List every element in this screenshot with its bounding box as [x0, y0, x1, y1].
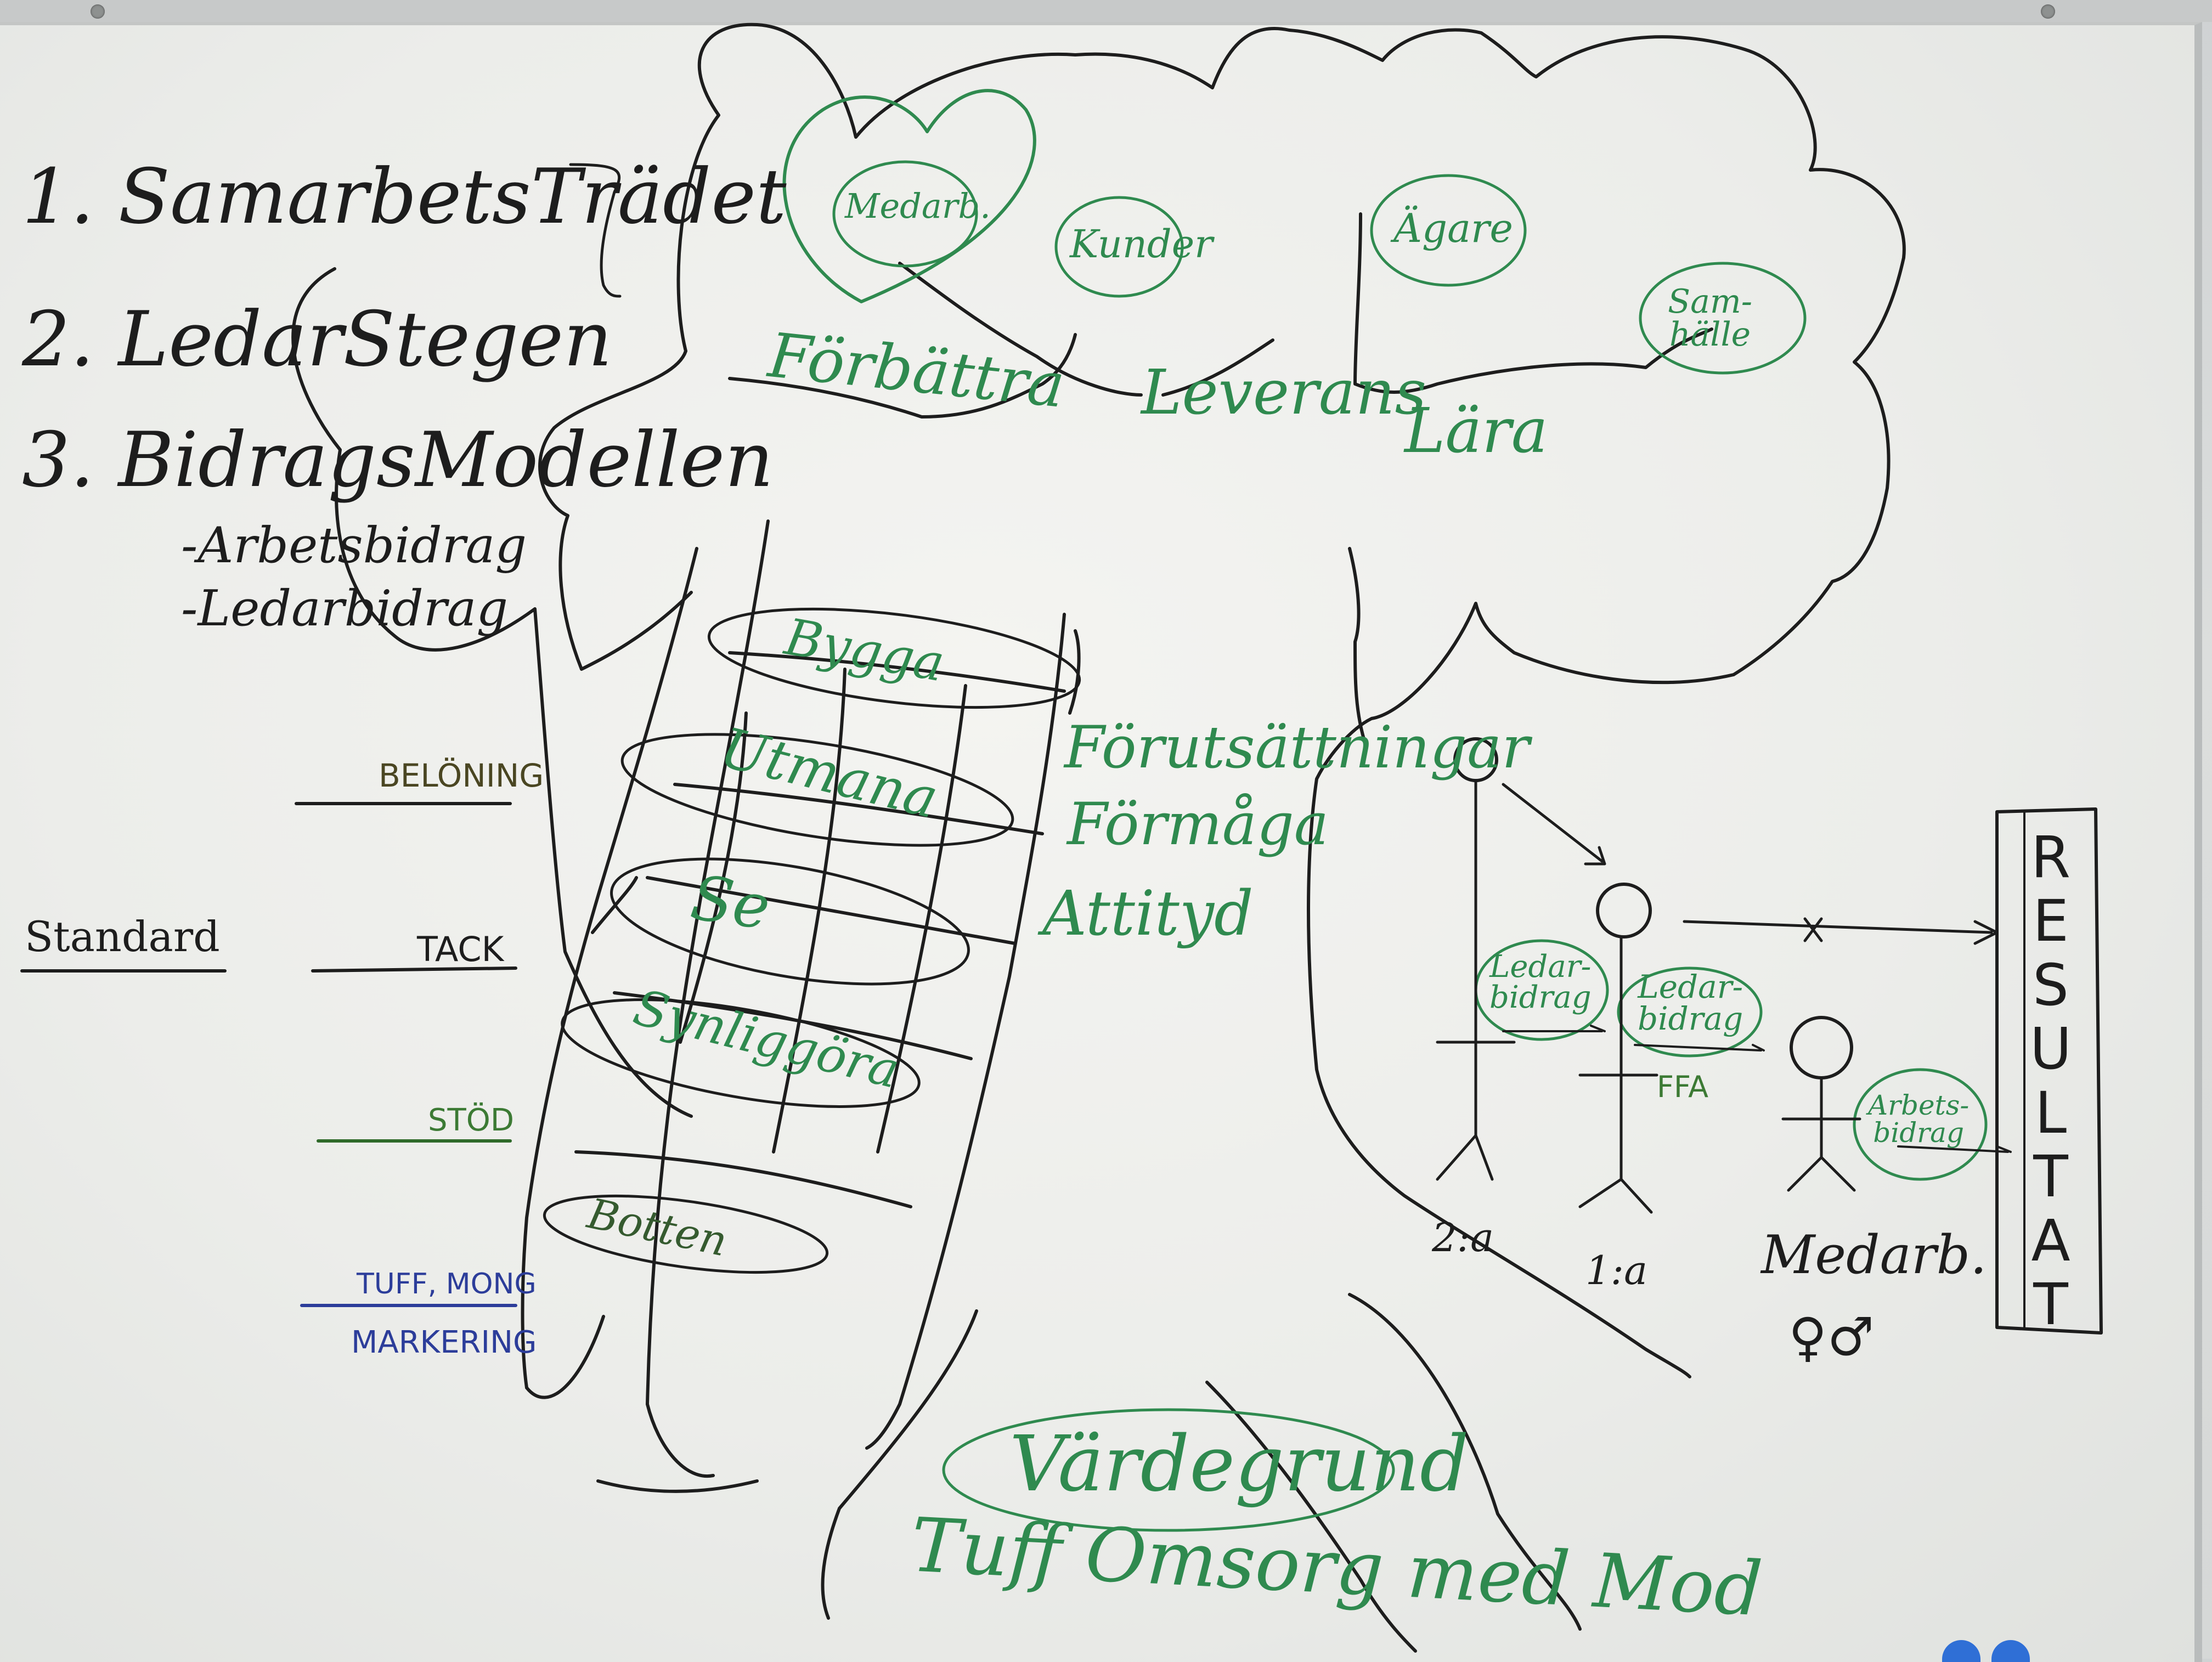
model-ledarbidrag-b: Ledar- bidrag [1638, 971, 1743, 1034]
apple-label-kunder: Kunder [1070, 222, 1213, 267]
stickfigure-medarb-body [1781, 1076, 1861, 1192]
frame-screw [2041, 4, 2055, 19]
apple-label-samhalle-line1: Sam- [1668, 282, 1753, 321]
arrow-ledarbidrag-a [1502, 1025, 1606, 1032]
resultat-letter: S [2033, 951, 2069, 1019]
ladder-rung-oval-synliggora [561, 998, 921, 1108]
ladder-rungs [574, 651, 1066, 1208]
tree-root-lines [821, 1293, 1582, 1653]
scale-tuff-mong: TUFF, MONG [357, 1268, 537, 1301]
ladder-rung-oval-botten [543, 1194, 829, 1274]
resultat-letter: T [2033, 1143, 2068, 1211]
ladder-rung-se: Se [686, 862, 775, 944]
apple-medarb [832, 160, 978, 268]
vardegrund-oval [942, 1408, 1395, 1532]
list-bracket [569, 163, 622, 298]
ladder-rung-oval-utmana [620, 733, 1014, 847]
whiteboard-frame-top [0, 0, 2212, 22]
resultat-letter: R [2030, 824, 2071, 891]
model-label-1a: 1:a [1585, 1247, 1647, 1293]
list-subitem-arbetsbidrag: -Arbetsbidrag [181, 517, 527, 574]
frame-screw [91, 4, 105, 19]
scale-standard: Standard [25, 912, 220, 961]
arrow-2a-to-1a [1502, 783, 1606, 866]
model-ledarbidrag-a: Ledar- bidrag [1489, 952, 1592, 1013]
arrow-ledarbidrag-b [1634, 1044, 1765, 1052]
trunk-label-formaga: Förmåga [1067, 790, 1329, 858]
model-ledarbidrag-a-line2: bidrag [1489, 980, 1592, 1015]
stickfigure-1a-body [1578, 936, 1658, 1214]
heart-shape [782, 89, 1036, 303]
ladder-rung-oval-bygga [707, 607, 1081, 709]
branch-label-lara: Lära [1404, 395, 1548, 467]
apple-samhalle [1639, 262, 1807, 375]
model-label-medarb: Medarb. [1761, 1224, 1987, 1286]
model-arbetsbidrag-line1: Arbets- [1868, 1089, 1970, 1121]
scale-tack: TACK [417, 929, 504, 969]
trunk-label-forutsattningar: Förutsättningar [1064, 714, 1530, 781]
apple-label-samhalle: Sam- hälle [1668, 285, 1752, 351]
ladder-rail-right [591, 613, 1081, 1450]
ledarbidrag-oval-b [1617, 966, 1763, 1058]
ladder-base [525, 1315, 759, 1493]
tree-inner-branches [728, 212, 1713, 748]
resultat-box [1995, 807, 2103, 1335]
apple-kunder [1054, 196, 1184, 298]
model-ledarbidrag-a-line1: Ledar- [1489, 949, 1592, 985]
scale-markering: MARKERING [351, 1325, 537, 1360]
model-ledarbidrag-b-line1: Ledar- [1638, 968, 1743, 1005]
apple-label-agare: Ägare [1393, 205, 1514, 251]
ladder-rung-oval-se [610, 857, 970, 986]
list-item-3: 3. BidragsModellen [22, 416, 774, 504]
model-gender-symbols: ♀♂ [1788, 1307, 1875, 1368]
apple-label-samhalle-line2: hälle [1669, 315, 1751, 354]
arbetsbidrag-oval [1853, 1068, 1988, 1181]
resultat-label: R E S U L T A T [2030, 826, 2072, 1337]
model-arbetsbidrag: Arbets- bidrag [1868, 1092, 1969, 1146]
list-item-1: 1. SamarbetsTrädet [22, 152, 787, 241]
model-ffa: FFA [1657, 1070, 1709, 1104]
stickfigure-medarb-head [1790, 1016, 1853, 1079]
resultat-letter: E [2033, 887, 2069, 955]
arrow-1a-to-resultat [1683, 917, 1999, 945]
trunk-label-attityd: Attityd [1042, 878, 1254, 949]
list-item-2: 2. LedarStegen [22, 295, 612, 383]
scale-beloning: BELÖNING [379, 757, 544, 794]
arrow-arbetsbidrag [1897, 1145, 2012, 1153]
tack-underline [311, 966, 517, 973]
stickfigure-1a-head [1596, 883, 1652, 939]
resultat-letter: U [2030, 1015, 2072, 1083]
root-label-vardegrund: Värdegrund [1009, 1420, 1469, 1509]
list-subitem-ledarbidrag: -Ledarbidrag [181, 580, 509, 637]
scale-stod: STÖD [428, 1103, 514, 1138]
resultat-letter: T [2033, 1271, 2068, 1338]
model-arbetsbidrag-line2: bidrag [1873, 1117, 1964, 1149]
model-ledarbidrag-b-line2: bidrag [1638, 1000, 1743, 1037]
resultat-letter: A [2031, 1207, 2070, 1274]
branch-label-leverans: Leverans [1141, 357, 1427, 428]
resultat-letter: L [2035, 1079, 2067, 1146]
model-label-2a: 2:a [1432, 1214, 1494, 1260]
apple-agare [1370, 174, 1527, 287]
apple-label-medarb: Medarb. [845, 186, 991, 226]
stickfigure-2a-body [1436, 780, 1516, 1181]
ladder-rail-left [521, 519, 770, 1406]
